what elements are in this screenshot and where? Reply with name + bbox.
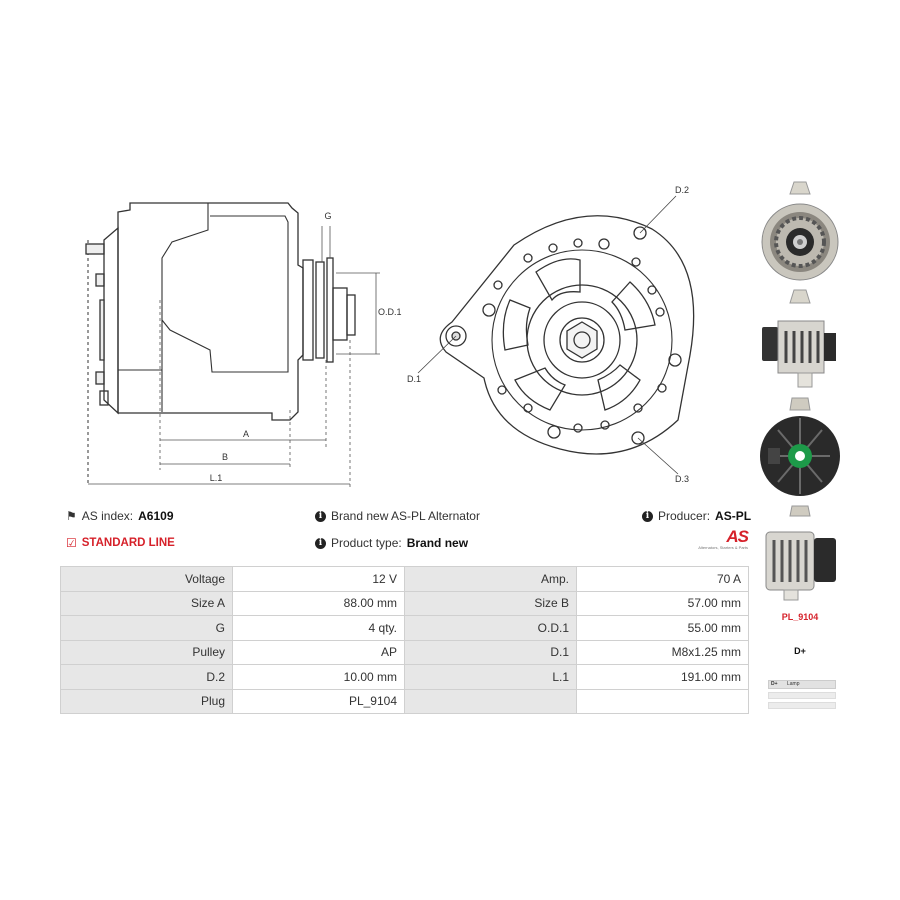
spec-value: PL_9104 [232,688,405,714]
spec-value: 12 V [232,566,405,592]
info-icon: i [315,537,326,549]
pin-row-empty [768,692,836,699]
product-photo-angle [765,531,836,601]
product-photo-rear [760,397,840,517]
tags-icon: ⚑ [66,509,77,523]
check-square-icon: ☑ [66,536,77,550]
plug-code: PL_9104 [781,612,819,622]
label-d3: D.3 [675,474,689,484]
as-logo: AS Alternators, Starters & Parts [678,527,749,550]
spec-label: D.2 [60,664,233,690]
label-g: G [324,211,331,221]
as-index: ⚑ AS index: A6109 [66,509,174,523]
product-type: i Product type: Brand new [315,536,468,550]
spec-value: 70 A [576,566,749,592]
logo-mark: AS [726,527,749,546]
spec-value: AP [232,639,405,665]
product-description: i Brand new AS-PL Alternator [315,509,480,523]
producer: i Producer: AS-PL [642,509,751,523]
pin-row: D+ Lamp [768,680,836,689]
spec-value: 10.00 mm [232,664,405,690]
spec-label: Size B [404,590,577,616]
description-text: Brand new AS-PL Alternator [331,509,480,523]
pin-code: D+ [771,681,778,687]
spec-value: M8x1.25 mm [576,639,749,665]
front-view-leaders [417,195,679,475]
spec-value [576,688,749,714]
line-label: STANDARD LINE [81,537,175,549]
as-index-value: A6109 [138,509,174,523]
spec-value: 55.00 mm [576,615,749,641]
product-photo-side [762,320,836,388]
info-icon: i [642,510,653,522]
spec-value: 4 qty. [232,615,405,641]
spec-label [404,688,577,714]
product-type-label: Product type: [331,536,402,550]
spec-label: G [60,615,233,641]
as-index-label: AS index: [81,509,134,523]
technical-drawing: G O.D.1 A B L.1 [85,185,695,488]
spec-value: 57.00 mm [576,590,749,616]
standard-line: ☑ STANDARD LINE [66,536,175,550]
label-od1: O.D.1 [378,307,402,317]
label-b: B [222,452,228,462]
pin-desc: Lamp [787,681,800,687]
front-view [439,215,695,455]
plug-terminal: D+ [794,646,806,656]
spec-label: L.1 [404,664,577,690]
pin-row-empty [768,702,836,709]
label-d2: D.2 [675,185,689,195]
side-view [85,202,356,485]
spec-label: Amp. [404,566,577,592]
side-view-dimensions [88,226,380,488]
info-icon: i [315,510,326,522]
label-d1: D.1 [407,374,421,384]
logo-tagline: Alternators, Starters & Parts [698,545,748,550]
spec-label: Pulley [60,639,233,665]
spec-label: D.1 [404,639,577,665]
spec-label: O.D.1 [404,615,577,641]
product-photo-front [761,181,839,304]
spec-label: Size A [60,590,233,616]
spec-label: Plug [60,688,233,714]
label-a: A [243,429,249,439]
label-l1: L.1 [210,473,223,483]
producer-value: AS-PL [715,509,752,523]
spec-value: 191.00 mm [576,664,749,690]
producer-label: Producer: [658,509,711,523]
product-type-value: Brand new [406,536,469,550]
spec-label: Voltage [60,566,233,592]
pin-table: D+ Lamp [768,680,836,709]
spec-value: 88.00 mm [232,590,405,616]
